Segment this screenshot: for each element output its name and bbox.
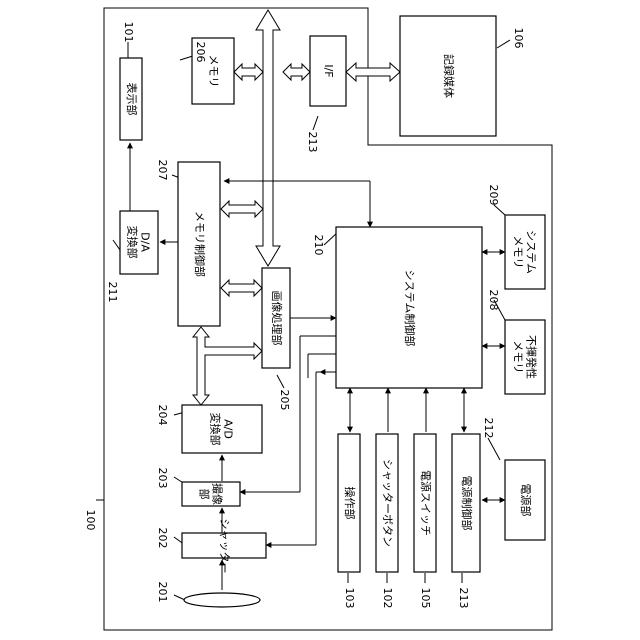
label-line: 変換部: [126, 226, 140, 259]
power-switch-label: 電源スイッチ: [419, 470, 433, 536]
ref-212: 212: [482, 418, 495, 439]
ref-100: 100: [84, 510, 97, 531]
memory-label: メモリ: [207, 55, 220, 88]
if-label: I/F: [322, 64, 335, 77]
ref-203: 203: [156, 468, 169, 489]
ref-205: 205: [278, 390, 291, 411]
memctrl-imgproc-arrow: [221, 280, 262, 296]
label-line: 撮像: [211, 483, 225, 505]
system-memory-label: システムメモリ: [512, 230, 538, 274]
ref-209: 209: [487, 185, 500, 206]
ref-213-power: 213: [457, 588, 470, 609]
ref-101: 101: [122, 22, 135, 43]
label-line: 不揮発性: [525, 335, 539, 379]
label-line: 変換部: [209, 413, 223, 446]
ref-206: 206: [194, 42, 207, 63]
label-line: メモリ: [512, 341, 525, 374]
memory-ctrl-label: メモリ制御部: [193, 211, 207, 277]
bus-if-arrow: [283, 64, 310, 80]
ref-105: 105: [419, 588, 432, 609]
image-proc-label: 画像処理部: [270, 291, 284, 346]
memctrl-ad-bus: [193, 327, 262, 405]
ref-207: 207: [156, 160, 169, 181]
system-ctrl-label: システム制御部: [403, 270, 417, 347]
ref-213-if: 213: [306, 132, 319, 153]
power-supply-label: 電源部: [519, 484, 533, 517]
ref-211: 211: [106, 282, 119, 303]
ref-204: 204: [156, 405, 169, 426]
system-bus-arrow: [256, 10, 280, 266]
label-line: 部: [198, 489, 212, 500]
if-medium-arrow: [346, 63, 400, 81]
ref-208: 208: [487, 290, 500, 311]
ref-201: 201: [156, 582, 169, 603]
label-line: D/A: [139, 232, 152, 252]
ref-210: 210: [312, 235, 325, 256]
ref-102: 102: [381, 588, 394, 609]
power-ctrl-label: 電源制御部: [460, 476, 474, 531]
shutter-label: シャッター: [218, 519, 231, 574]
memory-bus-arrow: [234, 64, 263, 80]
operation-label: 操作部: [343, 487, 357, 520]
ref-202: 202: [156, 528, 169, 549]
display-label: 表示部: [125, 83, 139, 116]
label-line: システム: [525, 230, 538, 274]
recording-medium-label: 記録媒体: [442, 54, 456, 98]
label-line: A/D: [222, 419, 235, 439]
memctrl-bus-arrow: [221, 201, 263, 217]
ref-103: 103: [343, 588, 356, 609]
shutter-button-label: シャッターボタン: [381, 459, 394, 547]
ref-106: 106: [512, 28, 525, 49]
lens-ellipse: [184, 593, 260, 607]
nonvolatile-memory-label: 不揮発性メモリ: [512, 335, 539, 379]
label-line: メモリ: [512, 236, 525, 269]
